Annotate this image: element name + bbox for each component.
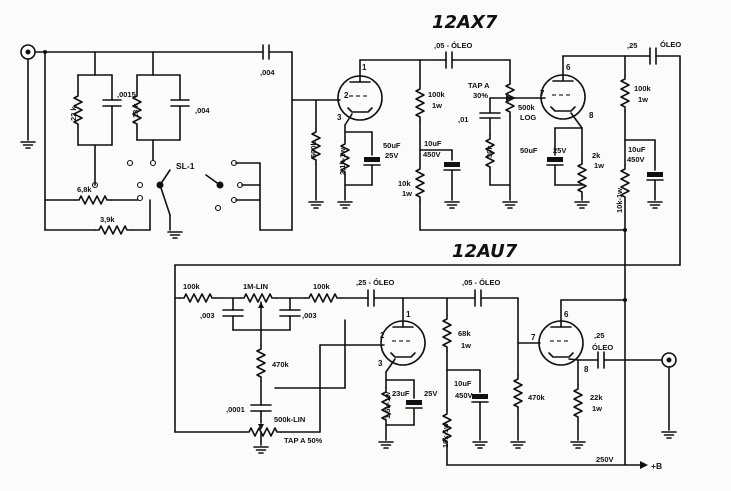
label-r-100k-l: 100k bbox=[183, 282, 201, 291]
label-v-450v: 450V bbox=[423, 150, 441, 159]
label-c-10uf-c: 10uF bbox=[454, 379, 472, 388]
label-c-05-oleo-b: ,05 - ÓLEO bbox=[462, 278, 501, 287]
label-r-2k: 2k bbox=[592, 151, 601, 160]
label-pot-500k-lin: 500k-LIN bbox=[274, 415, 305, 424]
label-c-004a: ,004 bbox=[195, 106, 210, 115]
label-c-25-out: ,25 bbox=[594, 331, 604, 340]
label-oleo: ÓLEO bbox=[660, 40, 681, 49]
tube-v1b bbox=[540, 55, 586, 120]
label-c-25-oleo: ,25 - ÓLEO bbox=[356, 278, 395, 287]
label-oleo-out: ÓLEO bbox=[592, 343, 613, 352]
label-v-25v-a: 25V bbox=[385, 151, 398, 160]
pin-v2b-8: 8 bbox=[584, 365, 589, 374]
pin-v1b-8: 8 bbox=[589, 111, 594, 120]
label-c-05-oleo: ,05 - ÓLEO bbox=[434, 41, 473, 50]
pin-v1a-1: 1 bbox=[362, 63, 367, 72]
label-c-25: ,25 bbox=[627, 41, 637, 50]
label-r-39k: 3,9k bbox=[100, 215, 115, 224]
label-w1: 1w bbox=[432, 101, 442, 110]
selector-switch-sl1: SL-1 bbox=[91, 159, 261, 239]
label-r-10k-1w-b: 10k-1w bbox=[441, 423, 450, 448]
pin-v2a-1: 1 bbox=[406, 310, 411, 319]
label-r-100k-r: 100k bbox=[313, 282, 331, 291]
pin-v2a-2: 2 bbox=[380, 331, 385, 340]
label-switch-sl1: SL-1 bbox=[176, 161, 195, 171]
label-r-470k: 470k bbox=[272, 360, 290, 369]
label-r-10k-1w: 10k-1w bbox=[615, 188, 624, 213]
label-r-21k: 2,1k-1w bbox=[338, 148, 347, 175]
label-c-003-l: ,003 bbox=[200, 311, 215, 320]
label-w5: 1w bbox=[461, 341, 471, 350]
label-r-68k-b: 68k bbox=[458, 329, 471, 338]
label-c-0001: ,0001 bbox=[226, 405, 245, 414]
label-r-22k: 22 k bbox=[69, 106, 78, 121]
label-r-15k: 1,5k-1w bbox=[383, 392, 392, 419]
label-r-100k-b: 100k bbox=[634, 84, 652, 93]
label-r-100k-plate: 100k bbox=[428, 90, 446, 99]
label-w6: 1w bbox=[592, 404, 602, 413]
tube-title-12ax7: 12AX7 bbox=[432, 12, 498, 33]
label-v-25v-b: 25V bbox=[553, 146, 566, 155]
label-tap-50: TAP A 50% bbox=[284, 436, 323, 445]
label-supply-250v: 250V bbox=[596, 455, 614, 464]
label-r-13k: 13 k bbox=[131, 103, 140, 118]
label-c-10uf: 10uF bbox=[424, 139, 442, 148]
label-r-68k: 6,8k bbox=[77, 185, 92, 194]
output-jack bbox=[661, 352, 677, 439]
label-pot-1m: 1M-LIN bbox=[243, 282, 268, 291]
label-r-30k: 30k bbox=[485, 145, 494, 158]
pin-v2b-6: 6 bbox=[564, 310, 569, 319]
tube-v1a bbox=[337, 59, 383, 121]
label-v-450v-c: 450V bbox=[455, 391, 473, 400]
label-c-coupling-004: ,004 bbox=[260, 68, 275, 77]
label-pot-500k: 500k bbox=[518, 103, 536, 112]
tube-v2b bbox=[538, 299, 584, 366]
input-jack bbox=[20, 44, 36, 149]
label-r-500k: 500k bbox=[309, 140, 318, 158]
pin-v2b-7: 7 bbox=[531, 333, 536, 342]
label-v-25v-c: 25V bbox=[424, 389, 437, 398]
label-c-23uf: 23uF bbox=[392, 389, 410, 398]
label-r-470k-grid: 470k bbox=[528, 393, 546, 402]
pin-v1b-6: 6 bbox=[566, 63, 571, 72]
label-c-003-r: ,003 bbox=[302, 311, 317, 320]
label-c-0015: ,0015 bbox=[117, 90, 136, 99]
label-w2: 1w bbox=[402, 189, 412, 198]
label-c-50uf-a: 50uF bbox=[383, 141, 401, 150]
label-w3: 1w bbox=[594, 161, 604, 170]
tube-v2a bbox=[380, 297, 426, 366]
pin-v1a-2: 2 bbox=[344, 91, 349, 100]
pin-v1a-3: 3 bbox=[337, 113, 342, 122]
label-r-22k-cath: 22k bbox=[590, 393, 603, 402]
pin-v2a-3: 3 bbox=[378, 359, 383, 368]
label-tap: TAP A bbox=[468, 81, 490, 90]
label-pot-log: LOG bbox=[520, 113, 536, 122]
label-w4: 1w bbox=[638, 95, 648, 104]
pin-v1b-7: 7 bbox=[540, 89, 545, 98]
label-c-01: ,01 bbox=[458, 115, 468, 124]
label-c-10uf-b: 10uF bbox=[628, 145, 646, 154]
tube-title-12au7: 12AU7 bbox=[452, 241, 518, 262]
label-tap-pct: 30% bbox=[473, 91, 488, 100]
label-r-10k: 10k bbox=[398, 179, 411, 188]
label-v-450v-b: 450V bbox=[627, 155, 645, 164]
label-c-50uf-b: 50uF bbox=[520, 146, 538, 155]
label-plus-b: +B bbox=[651, 461, 662, 471]
